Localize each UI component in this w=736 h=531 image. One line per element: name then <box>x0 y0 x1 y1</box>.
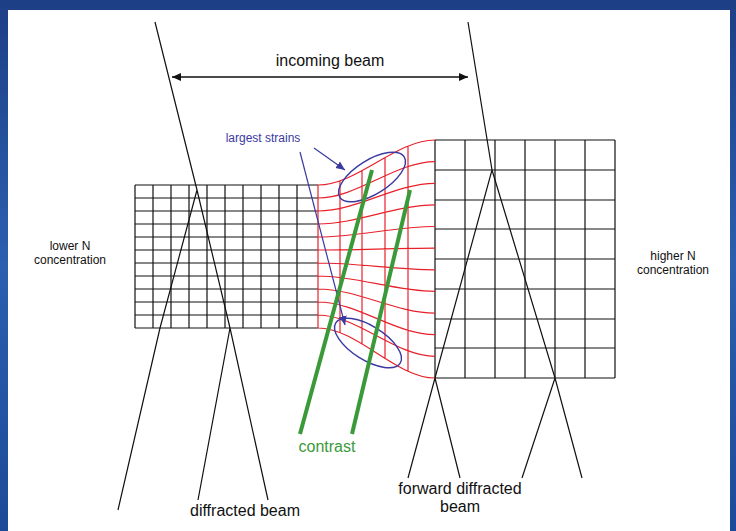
beam-width-label: incoming beam <box>250 52 410 70</box>
leader-line <box>314 148 345 170</box>
right-beam <box>408 22 582 478</box>
beam-label: diffracted beam <box>170 502 320 520</box>
contrast-line <box>352 190 410 434</box>
region-label: higher N concentration <box>619 250 727 278</box>
region-label: lower N concentration <box>16 240 124 268</box>
width-arrow <box>172 76 468 77</box>
right-lattice <box>435 140 615 378</box>
strain-label: largest strains <box>208 132 318 146</box>
slide-panel <box>8 10 730 531</box>
strained-lattice <box>318 140 435 378</box>
left-beam <box>118 22 268 510</box>
left-lattice <box>135 185 318 328</box>
width-arrow <box>172 76 468 77</box>
contrast-label: contrast <box>282 438 372 456</box>
beam-label: forward diffracted beam <box>398 480 522 517</box>
